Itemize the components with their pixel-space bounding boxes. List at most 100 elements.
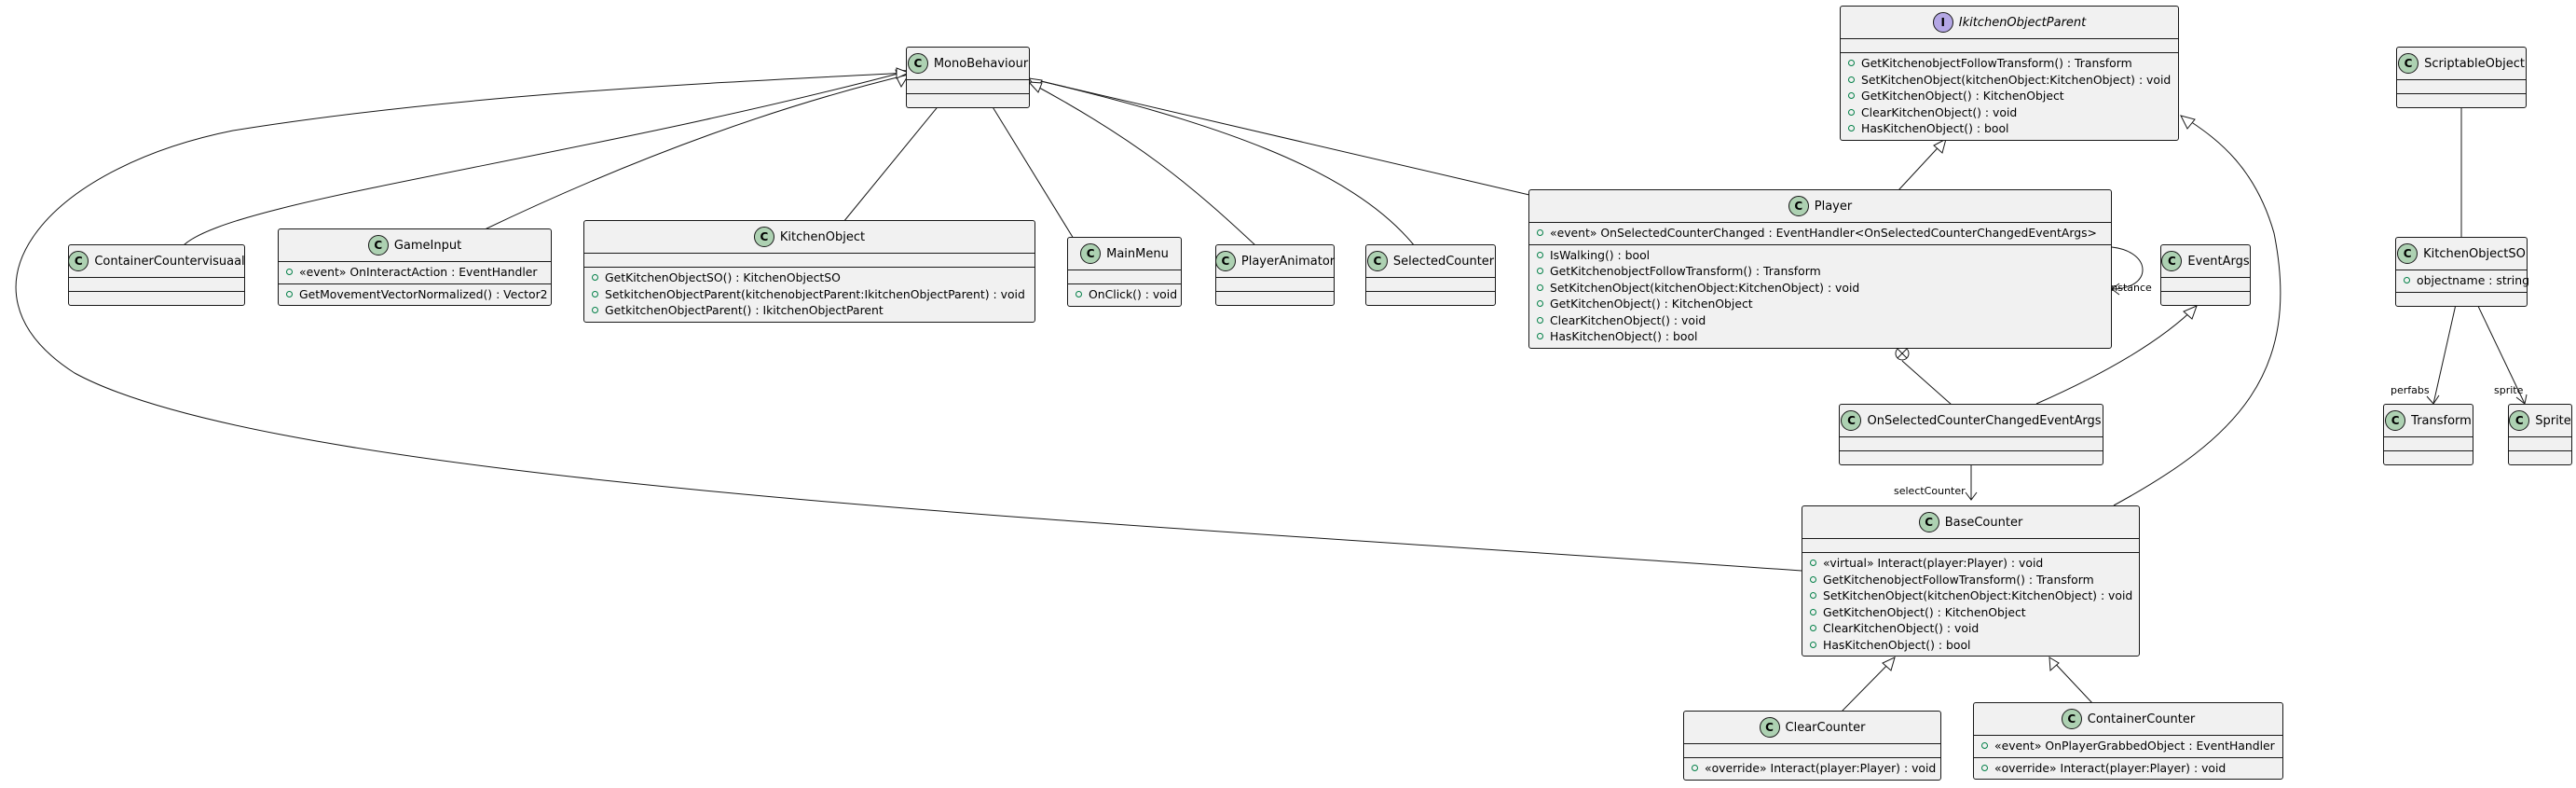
class-badge-icon: C: [753, 227, 774, 247]
edge-playeranimator-monobehaviour: [1028, 81, 1257, 247]
edge-kitchenobject-monobehaviour: [843, 92, 950, 223]
edge-kitchenobjectso-transform: [2432, 299, 2458, 405]
arrowhead-interface-player: [1933, 138, 1947, 154]
class-badge-icon: C: [2061, 709, 2082, 729]
class-name: PlayerAnimator: [1240, 254, 1336, 269]
class-name: BaseCounter: [1944, 515, 2023, 530]
label-instance: Instance: [2108, 282, 2152, 294]
field: «event» OnSelectedCounterChanged : Event…: [1550, 226, 2097, 241]
class-name: IkitchenObjectParent: [1958, 15, 2087, 30]
class-selectedcounter: C SelectedCounter: [1365, 244, 1496, 306]
edge-clearcounter-basecounter: [1840, 657, 1896, 713]
class-badge-icon: C: [2397, 243, 2418, 264]
method: GetKitchenObject() : KitchenObject: [1823, 604, 2026, 619]
class-name: KitchenObjectSO: [2423, 246, 2526, 261]
arrowhead-basecounter-container: [2048, 657, 2060, 672]
class-badge-icon: C: [1080, 243, 1102, 264]
method: GetKitchenobjectFollowTransform() : Tran…: [1550, 264, 1821, 279]
class-name: MainMenu: [1106, 246, 1169, 261]
edge-basecounter-ikitchenobjectparent: [2113, 120, 2281, 506]
class-badge-icon: C: [1788, 196, 1809, 216]
edge-mainmenu-monobehaviour: [983, 92, 1075, 240]
arrowhead-selectcounter: [1965, 491, 1978, 501]
class-name: Transform: [2411, 413, 2472, 428]
class-kitchenobject: C KitchenObject GetKitchenObjectSO() : Ki…: [583, 220, 1035, 323]
arrowhead-mono-6: [1027, 81, 1043, 93]
edge-onselected-eventargs: [2035, 305, 2198, 405]
class-name: EventArgs: [2187, 254, 2250, 269]
method: GetKitchenObject() : KitchenObject: [1861, 89, 2064, 104]
class-badge-icon: C: [2385, 410, 2406, 431]
class-badge-icon: C: [907, 53, 928, 74]
method: SetkitchenObjectParent(kitchenobjectPare…: [605, 286, 1025, 301]
class-badge-icon: C: [1841, 410, 1862, 431]
method: HasKitchenObject() : bool: [1861, 121, 2009, 136]
class-badge-icon: C: [68, 251, 89, 271]
arrowhead-transform: [2426, 394, 2440, 405]
method: SetKitchenObject(kitchenObject:KitchenOb…: [1861, 72, 2172, 87]
edge-selectedcounter-monobehaviour: [1028, 77, 1416, 247]
field: «event» OnPlayerGrabbedObject : EventHan…: [1994, 739, 2275, 753]
method: ClearKitchenObject() : void: [1861, 104, 2018, 119]
class-name: ScriptableObject: [2424, 56, 2525, 71]
label-sprite: sprite: [2494, 384, 2524, 396]
arrowhead-mono-7: [896, 67, 911, 79]
class-eventargs: C EventArgs: [2160, 244, 2251, 306]
arrowhead-basecounter-clear: [1882, 657, 1896, 671]
method: «override» Interact(player:Player) : voi…: [1705, 761, 1937, 776]
method: SetKitchenObject(kitchenObject:KitchenOb…: [1823, 588, 2133, 603]
edge-kitchenobjectso-sprite: [2474, 299, 2526, 405]
edge-player-monobehaviour: [1028, 77, 1530, 196]
class-badge-icon: C: [2161, 251, 2183, 271]
class-mainmenu: C MainMenu OnClick() : void: [1067, 237, 1182, 307]
label-selectcounter: selectCounter: [1894, 485, 1966, 497]
class-basecounter: C BaseCounter «virtual» Interact(player:P…: [1802, 505, 2140, 657]
arrowhead-instance: [2111, 283, 2120, 296]
class-kitchenobjectso: C KitchenObjectSO objectname : string: [2395, 237, 2529, 307]
method: GetKitchenobjectFollowTransform() : Tran…: [1861, 56, 2132, 71]
edge-player-nested-onselected: [1901, 360, 1953, 406]
label-perfabs: perfabs: [2391, 384, 2430, 396]
arrowhead-interface-basecounter: [2180, 115, 2196, 130]
method: ClearKitchenObject() : void: [1550, 312, 1706, 327]
edge-basecounter-monobehaviour: [15, 72, 1802, 572]
method: HasKitchenObject() : bool: [1823, 637, 1971, 652]
method: GetKitchenObjectSO() : KitchenObjectSO: [605, 270, 841, 285]
method: GetMovementVectorNormalized() : Vector2: [299, 286, 548, 301]
field: «event» OnInteractAction : EventHandler: [299, 265, 538, 280]
method: OnClick() : void: [1089, 287, 1178, 302]
field: objectname : string: [2417, 273, 2529, 288]
edge-gameinput-monobehaviour: [482, 74, 910, 231]
class-name: GameInput: [393, 238, 462, 253]
edge-containercountervisuaal-monobehaviour: [181, 70, 910, 248]
class-containercounter: C ContainerCounter «event» OnPlayerGrabbe…: [1973, 702, 2283, 780]
class-name: ContainerCounter: [2087, 712, 2196, 726]
class-gameinput: C GameInput «event» OnInteractAction : Ev…: [278, 228, 552, 306]
class-onselectedcounterchangedeventargs: C OnSelectedCounterChangedEventArgs: [1839, 404, 2103, 465]
class-name: KitchenObject: [779, 229, 866, 244]
class-badge-icon: C: [1214, 251, 1236, 271]
method: «virtual» Interact(player:Player) : void: [1823, 556, 2044, 571]
class-name: OnSelectedCounterChangedEventArgs: [1867, 413, 2102, 428]
class-badge-icon: C: [2398, 53, 2419, 74]
class-badge-icon: C: [1366, 251, 1388, 271]
method: ClearKitchenObject() : void: [1823, 621, 1980, 636]
method: GetKitchenobjectFollowTransform() : Tran…: [1823, 572, 2094, 587]
class-badge-icon: C: [1759, 717, 1780, 738]
class-badge-icon: C: [1918, 512, 1939, 532]
class-name: SelectedCounter: [1392, 254, 1495, 269]
method: «override» Interact(player:Player) : voi…: [1994, 760, 2227, 775]
class-badge-icon: C: [367, 235, 389, 256]
edge-player-instance-self: [2111, 246, 2144, 290]
method: GetkitchenObjectParent() : IkitchenObjec…: [605, 303, 884, 318]
method: IsWalking() : bool: [1550, 247, 1651, 262]
class-containercountervisuaal: C ContainerCountervisuaal: [68, 244, 245, 306]
method: SetKitchenObject(kitchenObject:KitchenOb…: [1550, 280, 1860, 295]
class-name: ContainerCountervisuaal: [94, 254, 245, 269]
